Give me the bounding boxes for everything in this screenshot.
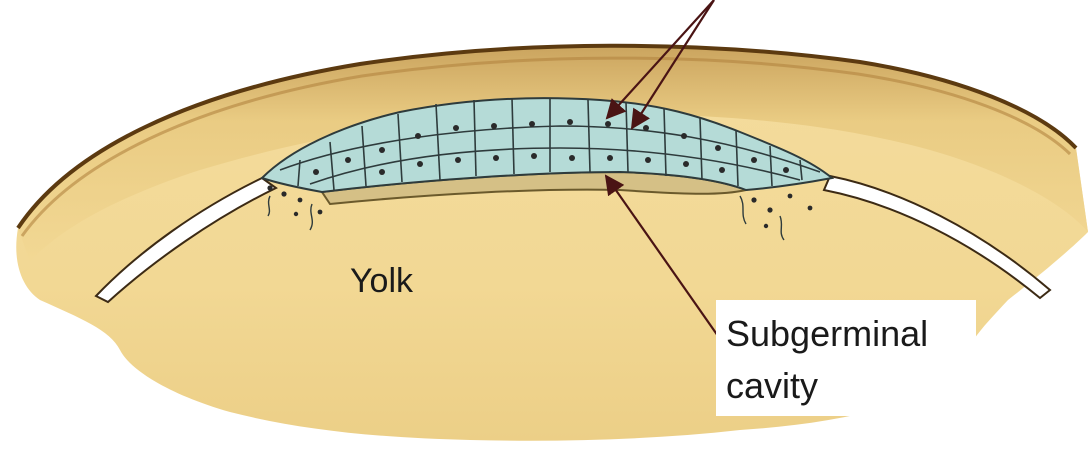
- label-yolk: Yolk: [350, 262, 414, 300]
- label-cavity: cavity: [726, 365, 818, 406]
- label-subgerminal: Subgerminal: [726, 313, 928, 354]
